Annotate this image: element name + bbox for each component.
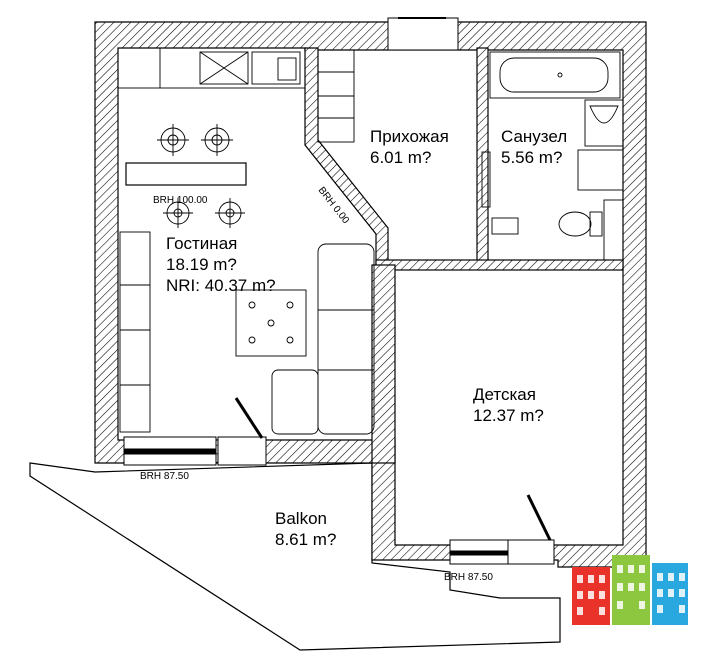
room-hall-name: Прихожая [370, 127, 449, 146]
room-bath-area: 5.56 m? [501, 148, 563, 167]
room-living-nri: NRI: 40.37 m? [166, 276, 276, 295]
watermark-logo [572, 555, 688, 625]
living-furniture [119, 231, 375, 435]
room-living-name: Гостиная [166, 234, 238, 253]
windows-doors [123, 397, 555, 565]
room-balcony-area: 8.61 m? [275, 530, 337, 549]
room-balcony-name: Balkon [275, 509, 327, 528]
balcony-outline [29, 462, 561, 651]
room-living-label: Гостиная 18.19 m? NRI: 40.37 m? [166, 233, 276, 296]
room-balcony-label: Balkon 8.61 m? [275, 508, 336, 550]
hall-furniture [317, 49, 491, 208]
room-hall-label: Прихожая 6.01 m? [370, 126, 449, 168]
brh-kitchen-label: BRH 100.00 [153, 195, 208, 206]
room-kids-name: Детская [473, 385, 536, 404]
brh-kids-window-label: BRH 87.50 [444, 572, 493, 583]
inner-walls [125, 47, 624, 464]
kitchen-furniture [117, 47, 306, 228]
room-kids-label: Детская 12.37 m? [473, 384, 544, 426]
room-bath-name: Санузел [501, 127, 568, 146]
room-kids-area: 12.37 m? [473, 406, 544, 425]
room-living-area: 18.19 m? [166, 255, 237, 274]
room-hall-area: 6.01 m? [370, 148, 432, 167]
bathroom-fixtures [489, 51, 624, 261]
room-bath-label: Санузел 5.56 m? [501, 126, 567, 168]
brh-living-window-label: BRH 87.50 [140, 471, 189, 482]
